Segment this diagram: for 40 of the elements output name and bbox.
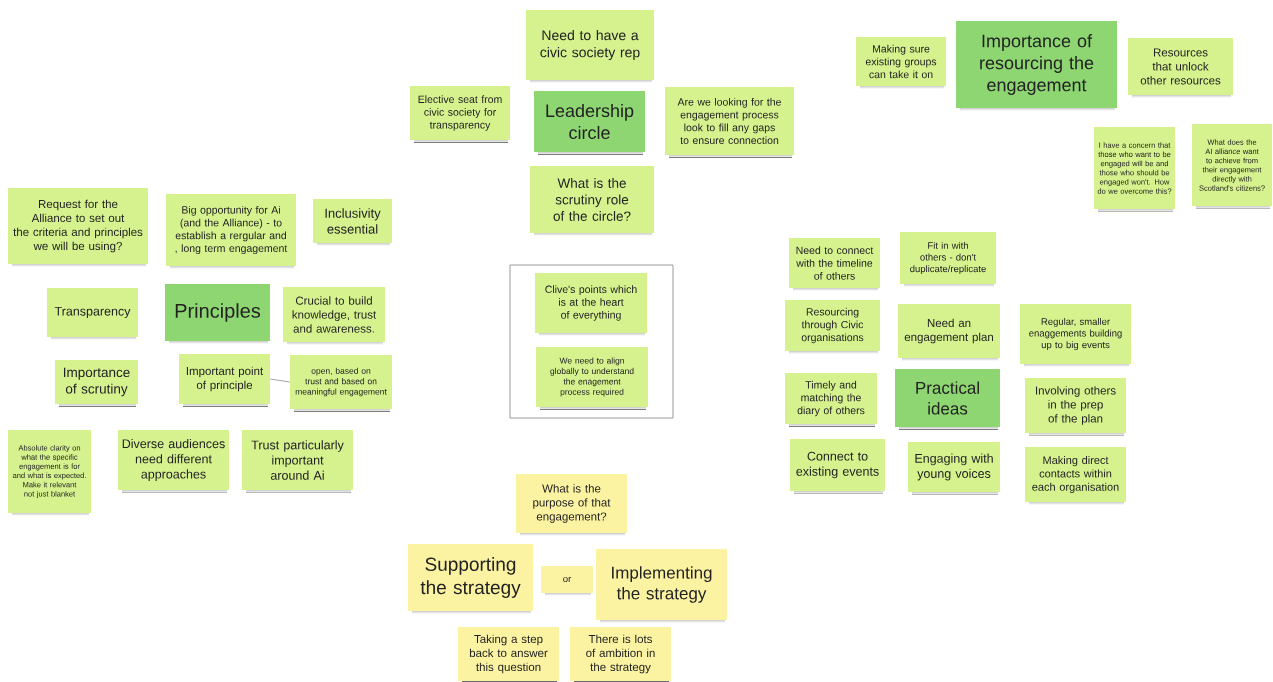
frame	[509, 264, 674, 419]
sticky-note: Making sure existing groups can take it on	[856, 37, 946, 89]
connector-line	[269, 378, 291, 383]
sticky-note: Taking a step back to answer this question	[458, 627, 559, 682]
sticky-note: Timely and matching the diary of others	[785, 373, 877, 427]
sticky-note: Involving others in the prep of the plan	[1025, 378, 1126, 436]
sticky-note: What is the scrutiny role of the circle?	[530, 166, 654, 236]
heading-note: Importance of resourcing the engagement	[956, 21, 1117, 111]
sticky-note: Elective seat from civic society for transparency	[410, 86, 510, 143]
sticky-note: There is lots of ambition in the strategy	[570, 627, 671, 682]
sticky-note: Fit in with others - don't duplicate/replicate	[900, 232, 996, 287]
sticky-note: What is the purpose of that engagement?	[516, 474, 627, 536]
sticky-note: Regular, smaller enaggements building up to big events	[1020, 304, 1131, 367]
sticky-note: Implementing the strategy	[596, 549, 727, 623]
sticky-note: Engaging with young voices	[908, 442, 1000, 495]
sticky-note: Inclusivity essential	[313, 199, 392, 246]
sticky-note: Request for the Alliance to set out the criteria and principles we will be using?	[8, 188, 148, 267]
sticky-note: Big opportunity for Ai (and the Alliance) - to establish a rergular and , long term engagement	[166, 194, 296, 269]
sticky-note: Important point of principle	[179, 354, 270, 407]
sticky-note: Are we looking for the engagement process look to fill any gaps to ensure connection	[665, 87, 794, 158]
sticky-note: Resources that unlock other resources	[1128, 38, 1233, 98]
sticky-note: Connect to existing events	[790, 439, 885, 494]
sticky-note: We need to align globally to understand the enagement process required	[536, 347, 648, 410]
sticky-note: open, based on trust and based on meaningful engagement	[290, 355, 392, 412]
sticky-note: Transparency	[47, 288, 138, 340]
sticky-note: Crucial to build knowledge, trust and awareness.	[283, 287, 385, 345]
sticky-note: Supporting the strategy	[408, 544, 533, 614]
sticky-note: Clive's points which is at the heart of everything	[535, 273, 647, 336]
sticky-note: Need to have a civic society rep	[526, 10, 654, 83]
sticky-note: Trust particularly important around Ai	[242, 430, 353, 493]
sticky-note: Diverse audiences need different approaches	[118, 430, 229, 493]
sticky-note: or	[541, 566, 593, 596]
heading-note: Principles	[165, 284, 270, 344]
sticky-note: Resourcing through Civic organisations	[785, 300, 880, 354]
sticky-note: Need an engagement plan	[898, 304, 1000, 361]
heading-note: Leadership circle	[534, 91, 645, 155]
sticky-note: Need to connect with the timeline of others	[789, 238, 880, 291]
sticky-note: Making direct contacts within each organisation	[1025, 447, 1126, 505]
heading-note: Practical ideas	[895, 369, 1000, 430]
sticky-note: Importance of scrutiny	[55, 360, 138, 407]
